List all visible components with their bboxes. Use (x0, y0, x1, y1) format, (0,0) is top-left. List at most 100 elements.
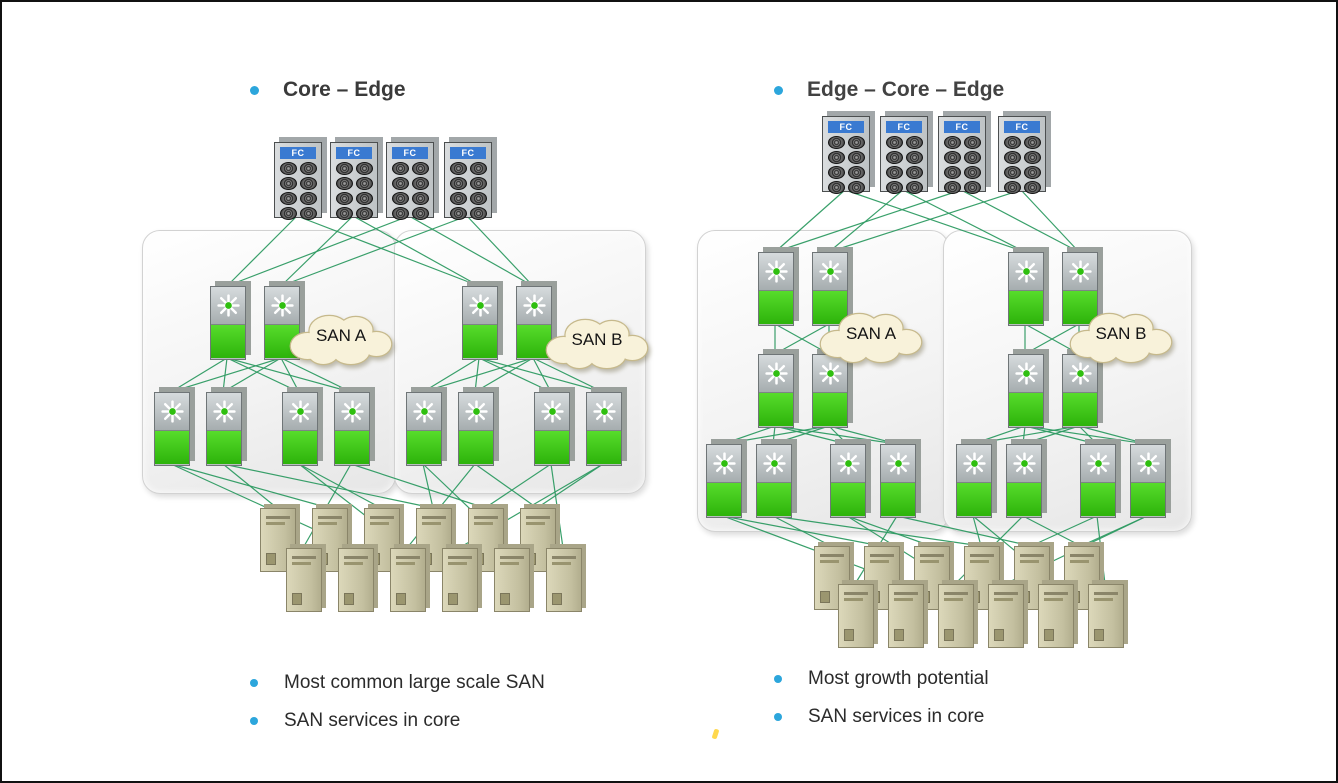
server-vent (422, 522, 441, 525)
switch-green-base (759, 392, 793, 426)
disk-icon (828, 151, 845, 164)
disk-icon (356, 177, 373, 190)
right-bullet-2: SAN services in core (774, 706, 984, 728)
server-drive-bay (448, 593, 458, 605)
connection-wire (296, 215, 480, 287)
san-a-label: SAN A (315, 325, 367, 345)
server-vent (344, 562, 363, 565)
disk-icon (964, 151, 981, 164)
connection-wire (772, 515, 982, 547)
switch-green-base (1131, 482, 1165, 516)
disk-array (331, 161, 377, 221)
disk-icon (300, 192, 317, 205)
server-vent (870, 554, 894, 557)
switch-starburst-icon (335, 393, 369, 430)
fc-switch-icon (586, 392, 622, 466)
connection-wire (532, 357, 552, 393)
right-diagram-title: Edge – Core – Edge (774, 78, 1004, 102)
server-vent (500, 556, 524, 559)
server-vent (552, 556, 576, 559)
disk-icon (886, 166, 903, 179)
connection-wire (972, 515, 982, 547)
disk-icon (336, 207, 353, 220)
connection-wire (280, 357, 300, 393)
server-vent (894, 592, 918, 595)
switch-green-base (587, 430, 621, 464)
server-vent (870, 560, 889, 563)
connection-wire (1024, 425, 1148, 445)
server-drive-bay (1094, 629, 1104, 641)
switch-starburst-icon (831, 445, 865, 482)
server-drive-bay (944, 629, 954, 641)
disk-icon (906, 166, 923, 179)
server-drive-bay (344, 593, 354, 605)
disk-icon (280, 207, 297, 220)
connection-wire (828, 425, 898, 445)
connection-wire (474, 357, 534, 393)
server-icon (838, 584, 874, 648)
connection-wire (896, 515, 1032, 547)
disk-icon (848, 151, 865, 164)
fc-storage-array-icon: FC (822, 116, 870, 194)
server-vent (1020, 554, 1044, 557)
san-b-label: SAN B (571, 329, 623, 349)
server-icon (260, 508, 296, 572)
server-vent (370, 516, 394, 519)
connection-wire (350, 463, 486, 509)
disk-icon (300, 162, 317, 175)
switch-green-base (1063, 392, 1097, 426)
connection-wire (972, 425, 1080, 445)
connection-wire (722, 425, 776, 445)
left-title-text: Core – Edge (283, 78, 406, 101)
disk-icon (964, 136, 981, 149)
disk-icon (886, 136, 903, 149)
fc-switch-icon (1008, 252, 1044, 326)
fc-switch-icon (758, 354, 794, 428)
switch-green-base (881, 482, 915, 516)
connection-wire (1020, 189, 1080, 253)
switch-starburst-icon (759, 355, 793, 392)
switch-starburst-icon (459, 393, 493, 430)
bullet-icon (774, 713, 782, 721)
switch-starburst-icon (759, 253, 793, 290)
disk-icon (906, 151, 923, 164)
left-diagram-title: Core – Edge (250, 78, 406, 102)
server-vent (1070, 560, 1089, 563)
connection-wire (222, 463, 278, 509)
server-icon (338, 548, 374, 612)
connection-wire (828, 189, 904, 253)
connection-wire (1024, 323, 1080, 355)
switch-starburst-icon (957, 445, 991, 482)
switch-green-base (813, 290, 847, 324)
server-vent (820, 560, 839, 563)
server-vent (994, 592, 1018, 595)
disk-icon (1004, 151, 1021, 164)
bullet-icon (250, 679, 258, 687)
connection-wire (772, 425, 830, 445)
server-vent (500, 562, 519, 565)
disk-icon (828, 166, 845, 179)
connection-wire (478, 357, 552, 393)
server-vent (894, 598, 913, 601)
switch-green-base (1063, 290, 1097, 324)
san-a-label: SAN A (845, 323, 897, 343)
switch-green-base (207, 430, 241, 464)
switch-starburst-icon (813, 355, 847, 392)
disk-icon (470, 162, 487, 175)
disk-icon (356, 207, 373, 220)
connection-wire (1096, 515, 1106, 585)
connection-wire (774, 425, 848, 445)
switch-starburst-icon (211, 287, 245, 324)
server-vent (318, 522, 337, 525)
switch-green-base (759, 290, 793, 324)
connection-wire (422, 357, 534, 393)
connection-wire (280, 357, 352, 393)
san-b-cloud-left: SAN B (538, 304, 656, 376)
left-bullet-2: SAN services in core (250, 710, 460, 732)
disk-icon (1004, 166, 1021, 179)
switch-starburst-icon (407, 393, 441, 430)
fc-label: FC (450, 147, 486, 159)
server-vent (292, 556, 316, 559)
server-icon (988, 584, 1024, 648)
